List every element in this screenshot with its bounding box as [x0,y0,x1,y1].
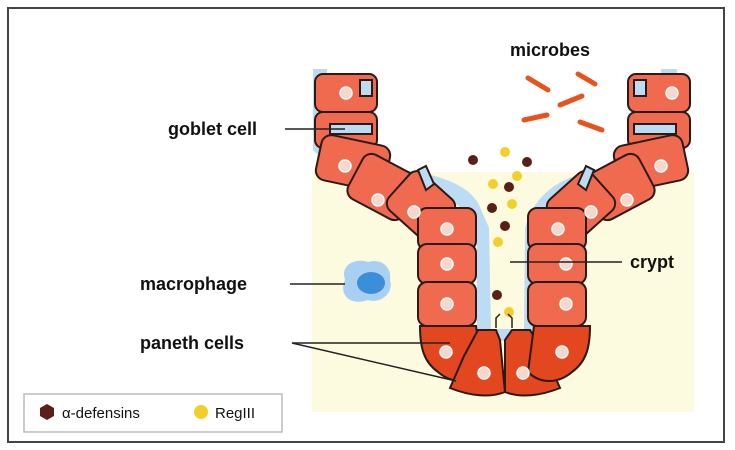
paneth-cells-label: paneth cells [140,333,244,353]
nucleus [440,346,452,358]
regiii-dot [488,179,498,189]
microbes-label: microbes [510,40,590,60]
goblet-cell [634,124,676,134]
macrophage-label: macrophage [140,274,247,294]
legend: α-defensins RegIII [24,394,282,432]
alpha-defensin-dot [500,221,510,231]
crypt-label: crypt [630,252,674,272]
nucleus [621,194,633,206]
legend-label-alpha-defensins: α-defensins [62,405,140,422]
nucleus [585,206,597,218]
alpha-defensin-dot [487,203,497,213]
nucleus [517,367,529,379]
regiii-dot [512,171,522,181]
nucleus [372,194,384,206]
regiii-legend-icon [194,405,208,419]
regiii-dot [507,199,517,209]
nucleus [441,298,453,310]
regiii-dot [493,237,503,247]
cell [528,244,586,284]
microbe [578,74,595,84]
regiii-dot [500,147,510,157]
microbe [560,96,582,105]
nucleus [655,160,667,172]
nucleus [556,346,568,358]
alpha-defensin-dot [522,157,532,167]
goblet-cell-label: goblet cell [168,119,257,139]
microbe [580,122,602,130]
goblet-cell [360,80,372,96]
nucleus [441,258,453,270]
alpha-defensin-dot [468,155,478,165]
microbe [524,115,547,120]
nucleus [340,87,352,99]
legend-label-regiii: RegIII [215,405,255,422]
alpha-defensin-dot [504,182,514,192]
microbe [528,78,548,90]
macrophage-icon [343,261,391,302]
microbes [524,74,602,130]
cell [528,282,586,326]
alpha-defensin-dot [492,290,502,300]
nucleus [560,258,572,270]
nucleus [441,223,453,235]
nucleus [666,87,678,99]
nucleus [552,223,564,235]
nucleus [408,206,420,218]
nucleus [478,367,490,379]
nucleus [339,160,351,172]
goblet-cell [634,80,646,96]
nucleus [560,298,572,310]
